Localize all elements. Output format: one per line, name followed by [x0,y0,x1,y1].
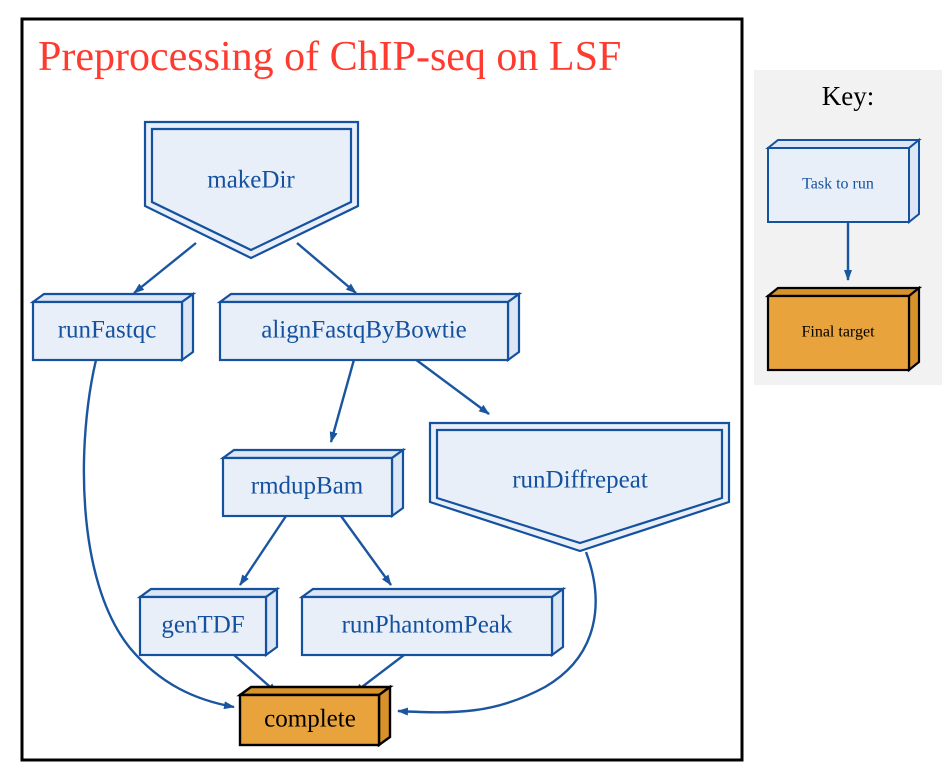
node-rmdupBam-label: rmdupBam [251,473,364,500]
node-runDiffrepeat[interactable]: runDiffrepeat [428,421,731,553]
key-node-target-side-face [907,285,921,373]
node-rmdupBam[interactable]: rmdupBam [219,447,407,519]
key-node-target: Final target [764,285,923,373]
node-complete-top-face [236,685,394,697]
edge-alignFastqByBowtie-runDiffrepeat [410,355,490,415]
node-runFastqc-top-face [29,292,197,304]
node-makeDir[interactable]: makeDir [143,120,360,260]
node-rmdupBam-front-face [221,456,394,518]
edge-alignFastqByBowtie-rmdupBam [329,355,357,443]
node-makeDir-label: makeDir [207,167,295,194]
node-complete[interactable]: complete [236,684,394,748]
edge-rmdupBam-runPhantomPeak [340,515,392,586]
node-rmdupBam-side-face [390,447,405,519]
node-alignFastqByBowtie-front-face [218,300,510,362]
edge-runFastqc-complete [82,359,235,710]
node-alignFastqByBowtie-label: alignFastqByBowtie [261,317,467,344]
node-runFastqc-label: runFastqc [58,317,157,344]
node-genTDF-side-face [264,586,279,658]
key-panel-title: Key: [822,81,874,111]
node-runDiffrepeat-inner-shape [435,428,724,545]
node-runFastqc[interactable]: runFastqc [29,291,197,363]
node-runFastqc-side-face [180,291,195,363]
key-node-task: Task to run [765,137,922,225]
node-alignFastqByBowtie-top-face [216,292,523,304]
node-genTDF-front-face [138,595,268,657]
node-complete-label: complete [264,706,356,733]
key-node-target-top-face [764,286,923,298]
key-node-task-front-face [767,147,910,223]
node-runPhantomPeak-side-face [550,586,565,658]
node-complete-side-face [377,684,392,748]
key-node-task-side-face [908,137,920,225]
node-runDiffrepeat-label: runDiffrepeat [512,467,648,494]
key-node-task-top-face [765,139,922,149]
edge-layer [82,242,597,716]
node-runFastqc-front-face [31,300,184,362]
node-genTDF[interactable]: genTDF [136,586,281,658]
node-runPhantomPeak-front-face [300,595,554,657]
edge-runDiffrepeat-complete [397,551,597,716]
edge-rmdupBam-genTDF [239,515,287,586]
page-title: Preprocessing of ChIP-seq on LSF [38,34,621,80]
node-alignFastqByBowtie-side-face [506,291,521,363]
key-panel: Key: Task to run Final target [754,70,942,385]
node-makeDir-inner-shape [150,127,353,252]
edge-makeDir-alignFastqByBowtie [296,242,357,294]
node-runPhantomPeak[interactable]: runPhantomPeak [298,586,567,658]
key-node-target-label: Final target [801,324,875,341]
node-genTDF-top-face [136,587,281,599]
key-node-target-front-face [766,294,911,372]
node-rmdupBam-top-face [219,448,407,460]
edge-makeDir-runFastqc [133,242,197,294]
node-genTDF-label: genTDF [161,612,244,639]
node-alignFastqByBowtie[interactable]: alignFastqByBowtie [216,291,523,363]
node-runPhantomPeak-label: runPhantomPeak [342,612,513,639]
node-complete-front-face [238,693,381,747]
node-runPhantomPeak-top-face [298,587,567,599]
key-node-task-label: Task to run [802,176,874,193]
